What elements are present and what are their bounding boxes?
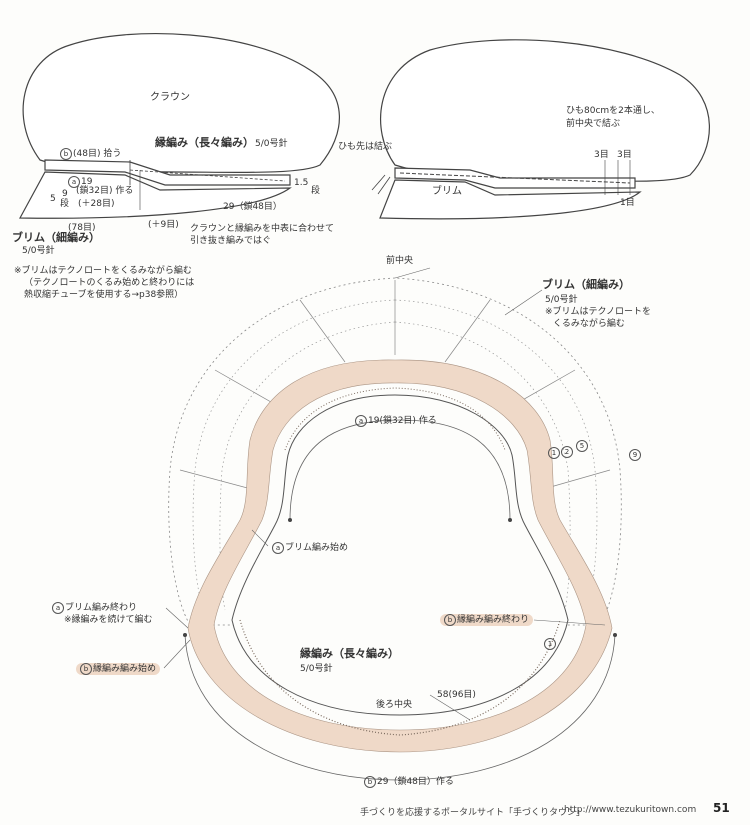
row-2-circle: 2 — [561, 446, 573, 458]
brim-start-text: ブリム編み始め — [285, 543, 349, 553]
row-1-circle: 1 — [548, 447, 560, 459]
brim-label-right: ブリム — [432, 186, 462, 197]
a-19-number: 19 — [81, 177, 93, 187]
row-9-circle: 9 — [629, 449, 641, 461]
edging-band-left — [44, 159, 291, 186]
row-marker-9: 9 — [629, 449, 642, 461]
b-pick-label: b(48目) 拾う — [60, 148, 121, 160]
brim-note-main-1: ※ブリムはテクノロートを — [545, 307, 652, 317]
five-label: 5 — [50, 194, 56, 204]
m58-label: 58(96目) — [437, 690, 476, 700]
a-chain-label: (鎖32目) 作る — [76, 186, 134, 196]
back-center-label: 後ろ中央 — [376, 700, 413, 710]
a-marker: a — [68, 176, 80, 188]
b-marker-end: b — [444, 614, 456, 626]
b29-main-text: 29（鎖48目）作る — [377, 777, 454, 787]
nine-label: 9 — [62, 189, 68, 199]
brim-title-main: ブリム（細編み） — [542, 278, 630, 291]
brim-needle-left: 5/0号針 — [22, 246, 55, 256]
b-marker-main: b — [364, 776, 376, 788]
row-marker-1b: 1 — [544, 638, 557, 650]
hat-side-view-left — [18, 32, 340, 219]
row-marker-1: 1 — [548, 447, 561, 459]
plus9-label: (＋9目) — [148, 220, 179, 230]
stitch-3b: 3目 — [617, 150, 632, 160]
head-opening — [231, 394, 569, 716]
tie-note: ひも先は結ぶ — [338, 142, 393, 152]
join-note-2: 引き抜き編みではぐ — [190, 236, 272, 246]
arc-b29 — [184, 634, 616, 781]
cord-note-1: ひも80cmを2本通し、 — [566, 106, 660, 116]
page-number: 51 — [713, 801, 730, 815]
brim-chart — [168, 277, 622, 781]
row-marker-5: 5 — [576, 440, 589, 452]
row-1b-circle: 1 — [544, 638, 556, 650]
edging-start-text: 縁編み編み始め — [93, 664, 157, 674]
note-line-1: ※ブリムはテクノロートをくるみながら編む — [14, 266, 192, 276]
crown-label-left: クラウン — [150, 92, 190, 103]
m78-label: (78目) — [68, 223, 96, 233]
r29-label: 29（鎖48目） — [223, 202, 282, 212]
b-pick-text: (48目) 拾う — [73, 149, 122, 159]
edging-needle-left: 5/0号針 — [255, 139, 288, 149]
edging-end-text: 縁編み編み終わり — [457, 615, 530, 625]
join-note-1: クラウンと縁編みを中表に合わせて — [190, 224, 335, 234]
dan-label: 段 — [60, 199, 70, 209]
row-marker-2: 2 — [561, 446, 574, 458]
a19-main-text: 19(鎖32目) 作る — [368, 416, 437, 426]
edging-needle-main: 5/0号針 — [300, 664, 333, 674]
edging-title-left: 縁編み（長々編み） — [155, 136, 254, 149]
note-line-2: （テクノロートのくるみ始めと終わりには — [24, 278, 195, 288]
row-unit-label: 段 — [311, 186, 321, 196]
crown-outline-left — [22, 32, 340, 174]
b-marker-start: b — [80, 663, 92, 675]
footer-portal-text: 手づくりを応援するポータルサイト「手づくりタウン」 — [360, 808, 586, 818]
front-center-label: 前中央 — [386, 256, 414, 266]
rows-1-5-label: 1.5 — [294, 178, 309, 188]
a-marker-main: a — [355, 415, 367, 427]
brim-outline-left — [18, 171, 292, 219]
brim-end-text: ブリム編み終わり — [65, 603, 138, 613]
hat-side-view-right — [371, 39, 710, 220]
edging-title-main: 縁編み（長々編み） — [300, 647, 399, 660]
b-marker: b — [60, 148, 72, 160]
brim-title-left: ブリム（細編み） — [12, 231, 100, 244]
brim-stitch-fan — [168, 277, 622, 626]
a-marker-end: a — [52, 602, 64, 614]
stitch-1: 1目 — [620, 198, 635, 208]
brim-end-note: ※縁編みを続けて編む — [64, 615, 153, 625]
brim-note-main-2: くるみながら編む — [553, 319, 625, 329]
arc-a19 — [289, 419, 511, 521]
footer-url[interactable]: http://www.tezukuritown.com — [564, 805, 697, 815]
cord-note-2: 前中央で結ぶ — [566, 119, 621, 129]
brim-needle-main: 5/0号針 — [545, 295, 578, 305]
row-5-circle: 5 — [576, 440, 588, 452]
brim-outline-right — [379, 179, 642, 220]
note-line-3: 熱収縮チューブを使用する→p38参照） — [24, 290, 184, 300]
a-marker-start: a — [272, 542, 284, 554]
brim-band — [187, 359, 613, 753]
plus28-label: (＋28目) — [78, 199, 115, 209]
crown-outline-right — [380, 39, 710, 182]
stitch-3a: 3目 — [594, 150, 609, 160]
